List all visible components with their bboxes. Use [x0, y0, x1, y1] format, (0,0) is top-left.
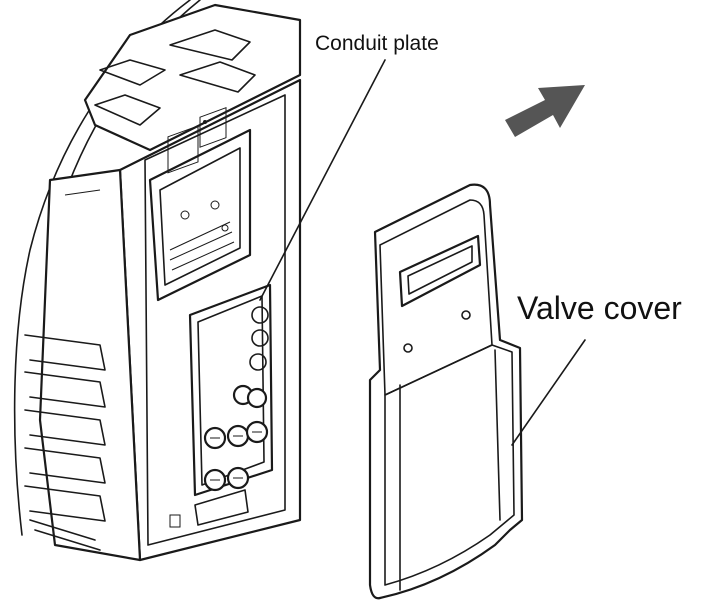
valve-cover-screw-hole-2: [461, 310, 471, 320]
top-screw: [203, 120, 207, 124]
control-screw-1: [180, 210, 190, 220]
valve-cover-screw-hole-1: [403, 343, 413, 353]
conduit-plate-label: Conduit plate: [315, 32, 439, 55]
control-screw-3: [221, 224, 229, 232]
control-box-inner: [159, 147, 241, 286]
valve-cover-upper-face: [379, 199, 493, 396]
top-handle-2: [94, 94, 161, 126]
grille-slat-1: [24, 334, 106, 371]
knockout-hole-1: [251, 306, 269, 324]
side-mark: [64, 189, 101, 196]
conduit-plate-inner: [197, 295, 265, 486]
base-slot: [169, 514, 181, 528]
valve-hex-marks: [210, 431, 262, 481]
control-box-wiring: [169, 221, 235, 271]
outdoor-unit: [13, 0, 302, 562]
top-handle-1: [99, 59, 166, 86]
valve-cover-handle-inner: [407, 245, 473, 295]
conduit-plate-leader-line: [259, 59, 386, 301]
valve-cover-side-line: [494, 349, 501, 521]
removal-direction-arrow-icon: [505, 85, 585, 137]
terminal-block-2: [199, 107, 227, 148]
valve-cover-lower-face: [384, 344, 515, 586]
top-handle-4: [179, 61, 256, 93]
unit-base-edge: [29, 519, 101, 551]
terminal-block-1: [167, 125, 199, 174]
grille-slat-2: [24, 371, 106, 408]
grille-slat-3: [24, 409, 106, 446]
valve-cover-part: [368, 183, 524, 600]
grille-slat-4: [24, 447, 106, 484]
knockout-hole-2: [251, 329, 269, 347]
unit-side-panel: [38, 168, 142, 562]
front-face-recess: [144, 94, 286, 546]
control-screw-2: [210, 200, 220, 210]
unit-bottom-bracket: [194, 489, 249, 526]
knockout-hole-3: [249, 353, 267, 371]
valve-2: [246, 387, 268, 409]
valve-cover-label: Valve cover: [517, 290, 682, 326]
valve-cover-leader-line: [511, 339, 586, 446]
top-handle-3: [169, 29, 251, 61]
service-valves: [203, 384, 269, 492]
grille-slat-5: [24, 485, 106, 522]
